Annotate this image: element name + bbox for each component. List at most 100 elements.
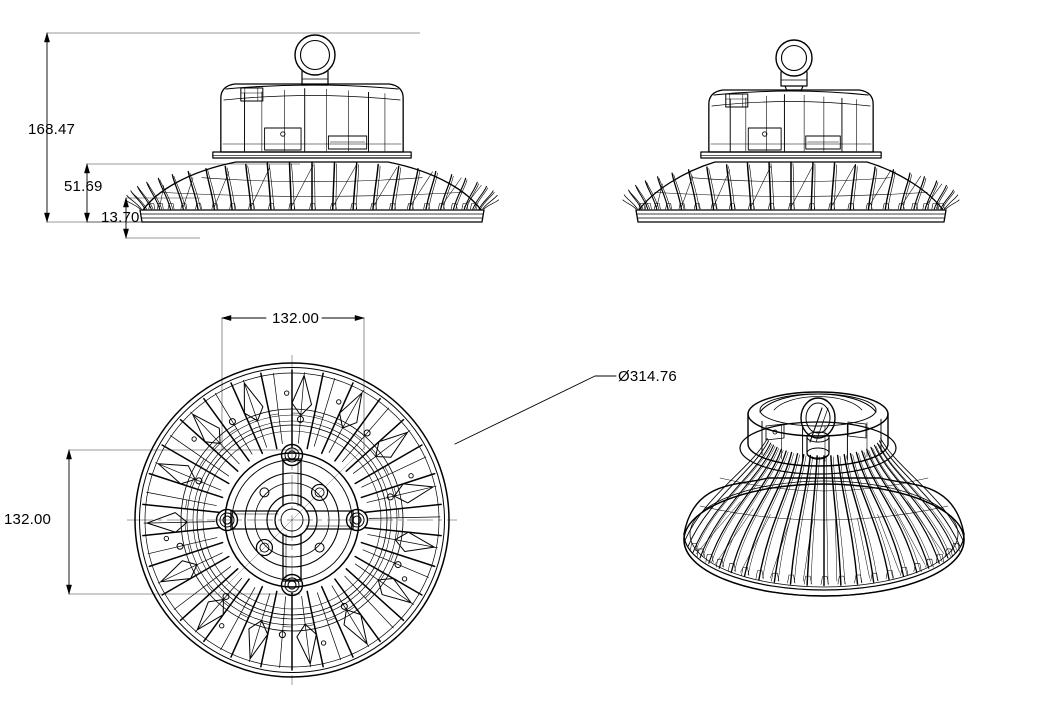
iso-cooling-fin	[878, 440, 961, 547]
iso-fin-web	[835, 520, 838, 582]
radial-fin	[203, 397, 250, 462]
fin-pocket	[243, 382, 264, 422]
leader-line	[454, 375, 617, 445]
fin-tie	[398, 508, 400, 519]
fin-tie	[194, 565, 200, 574]
front-elevation-group	[125, 34, 499, 223]
radial-fin-thin	[146, 491, 217, 506]
arrowhead	[354, 315, 365, 321]
driver-housing-outline	[708, 89, 874, 153]
hub-vent-hole	[314, 542, 325, 553]
cooling-fin	[830, 162, 836, 210]
cooling-fin-edge	[173, 175, 187, 210]
cooling-fin	[944, 194, 959, 210]
radial-fin-thin	[279, 596, 286, 668]
cooling-fin	[288, 161, 293, 210]
fin-web	[830, 166, 855, 208]
radial-fin	[320, 382, 354, 455]
cooling-fin-edge	[902, 174, 912, 210]
housing-screw	[280, 131, 286, 137]
radial-fin	[345, 418, 405, 472]
fin-foot	[423, 203, 430, 210]
housing-shoulder	[223, 95, 401, 101]
iso-top-bridge	[759, 393, 877, 413]
iso-cooling-fin	[692, 442, 772, 553]
iso-fin-foot	[787, 574, 796, 584]
cooling-fin	[352, 162, 358, 210]
vent-hole	[222, 592, 230, 600]
radial-fin	[360, 472, 436, 499]
cooling-fin	[409, 168, 419, 210]
fin-web	[750, 166, 772, 208]
fin-tie	[326, 617, 336, 622]
radial-fin	[306, 590, 324, 668]
iso-housing-screw	[772, 429, 778, 435]
iso-fin-web	[695, 501, 741, 555]
fin-tie	[260, 622, 271, 625]
cooling-fin-edge	[942, 191, 955, 210]
secondary-boss-hole	[259, 542, 270, 553]
fin-tie	[384, 466, 390, 475]
iso-fin-edge	[872, 448, 943, 563]
radial-fin	[161, 555, 230, 596]
cooling-fin-edge	[792, 163, 795, 210]
fin-foot	[931, 203, 939, 210]
fin-tie	[390, 552, 395, 562]
fin-foot	[654, 203, 661, 210]
fin-tie	[199, 458, 205, 467]
radial-fin-thin	[157, 552, 223, 584]
iso-fin-edge	[794, 456, 813, 583]
fin-foot	[710, 203, 718, 210]
fin-tie	[379, 573, 385, 582]
cooling-fin	[478, 190, 494, 210]
cooling-fin-edge	[770, 163, 775, 210]
cooling-fin-edge	[355, 164, 359, 210]
fin-foot	[148, 203, 156, 210]
fin-web	[372, 167, 398, 208]
fin-foot	[389, 203, 396, 210]
fin-band	[654, 192, 928, 197]
iso-housing-cap	[759, 393, 877, 427]
radial-fin-thin	[362, 549, 429, 578]
fin-foot	[229, 203, 236, 210]
cooling-fin-edge	[887, 171, 896, 210]
fin-pocket	[296, 623, 317, 665]
cooling-fin	[372, 163, 379, 210]
fin-web	[924, 183, 943, 208]
iso-hook-collar-bottom	[806, 447, 830, 459]
cooling-fin-edge	[131, 191, 147, 210]
cooling-fin	[867, 166, 876, 210]
cooling-fin	[706, 166, 715, 210]
fin-foot	[288, 203, 296, 210]
cooling-fin	[331, 161, 336, 210]
fin-tie	[248, 418, 258, 423]
cooling-fin	[157, 177, 172, 210]
fin-foot	[768, 203, 775, 210]
vent-hole-small	[320, 640, 327, 646]
fin-foot	[693, 203, 701, 210]
fin-pocket	[343, 609, 368, 645]
iso-cooling-fin	[866, 448, 930, 569]
radial-fin	[363, 526, 442, 537]
fin-foot	[470, 203, 477, 210]
cooling-fin	[137, 185, 152, 210]
iso-cooling-fin	[773, 453, 805, 583]
dimension-label-rim-thickness: 13.70	[101, 209, 140, 226]
iso-fin-foot	[854, 574, 863, 584]
fin-foot	[788, 203, 795, 210]
cooling-fin-edge	[428, 172, 438, 210]
fin-foot	[808, 203, 816, 210]
cooling-fin-edge	[916, 178, 927, 210]
iso-suspension-ring-inner	[805, 402, 831, 434]
fin-pocket	[393, 483, 434, 504]
radial-fin	[260, 372, 278, 450]
fin-tie	[187, 544, 191, 554]
radial-fin	[363, 503, 442, 514]
arrowhead	[44, 212, 50, 223]
iso-housing-flange	[739, 421, 897, 475]
radial-fin-thin	[147, 537, 218, 555]
iso-housing-plate	[765, 423, 785, 441]
cooling-fin-edge	[658, 178, 671, 210]
iso-cooling-fin	[758, 453, 799, 581]
iso-fin-web	[802, 520, 813, 582]
